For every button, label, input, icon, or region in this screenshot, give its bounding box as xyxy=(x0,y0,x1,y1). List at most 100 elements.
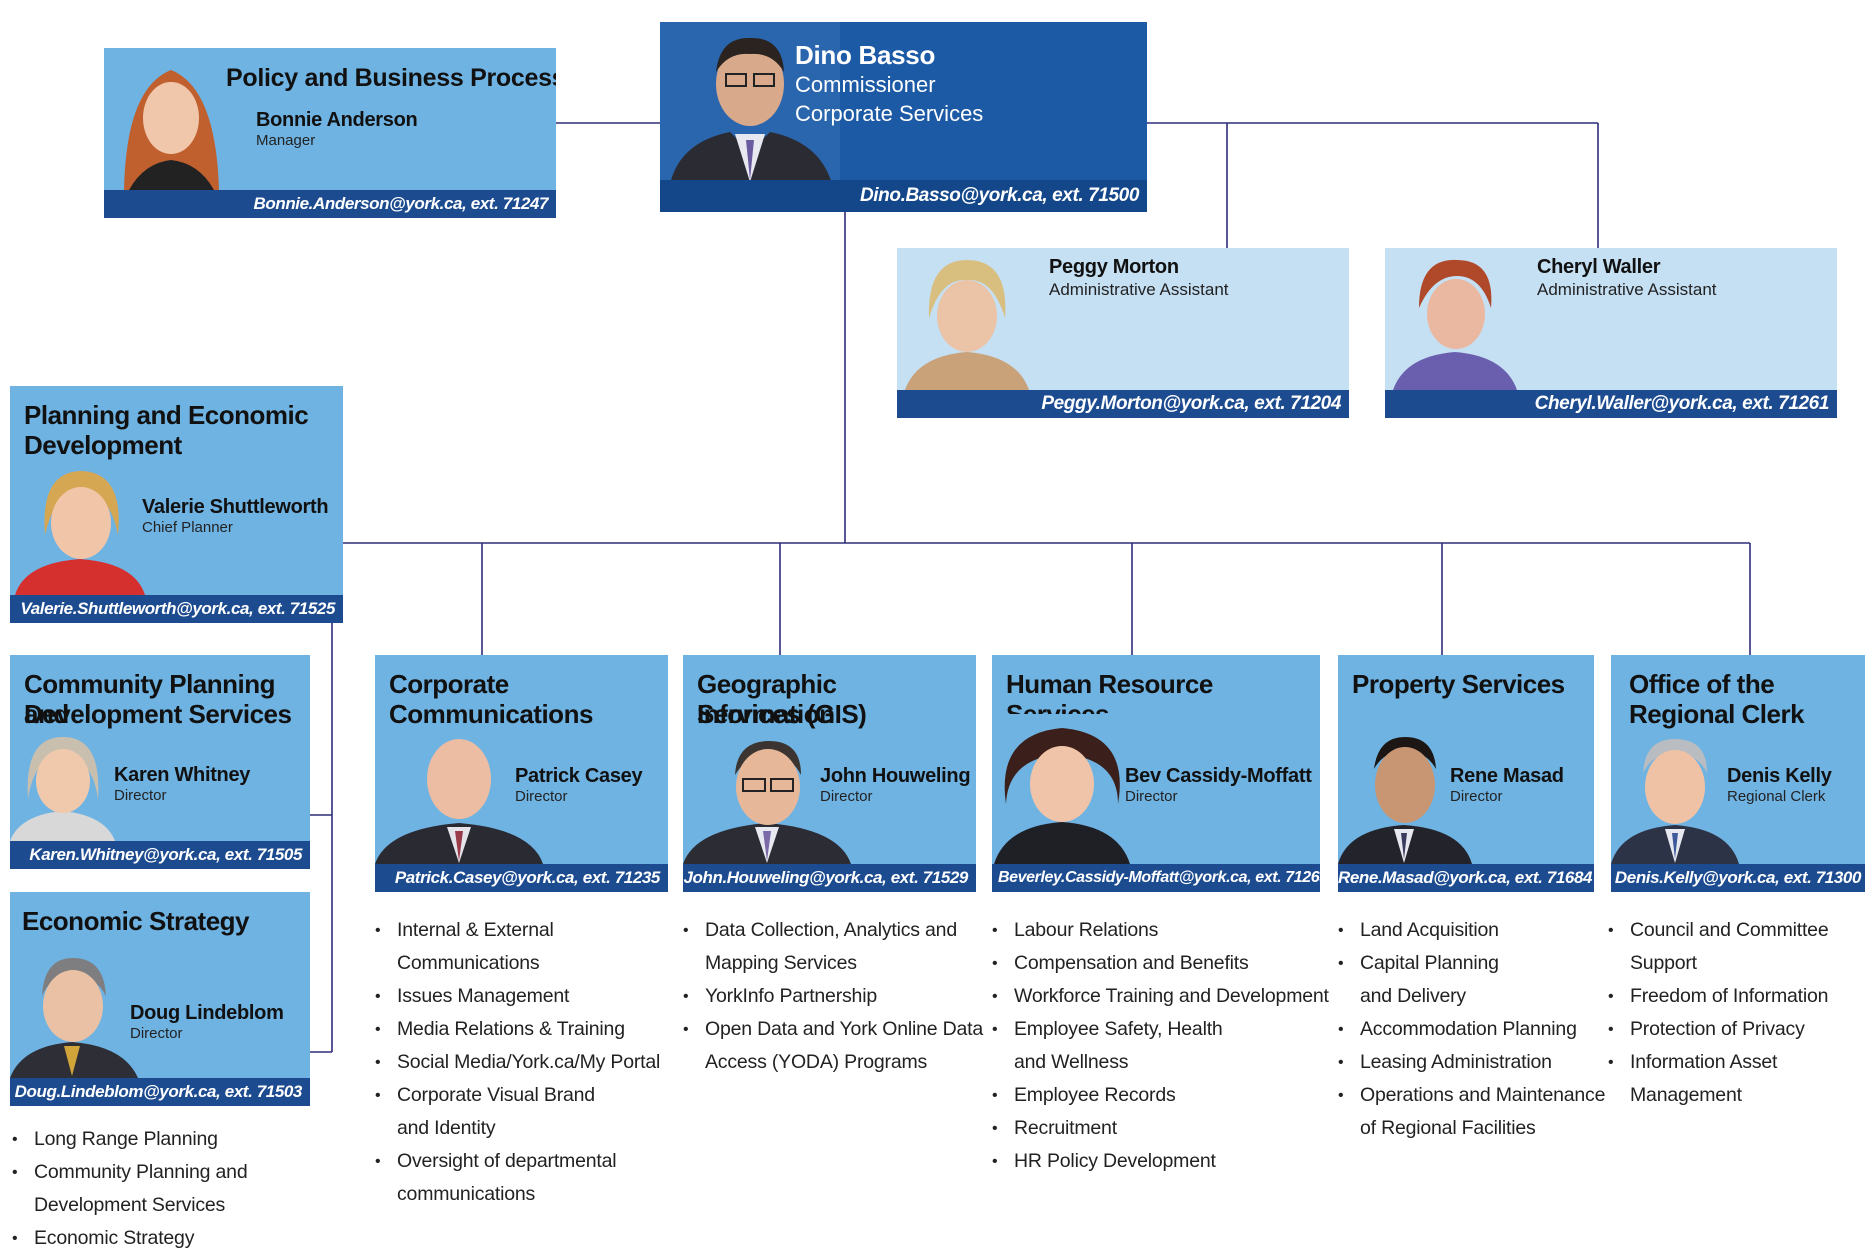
planning-role: Chief Planner xyxy=(142,519,233,536)
branch-title-line1: Office of the xyxy=(1629,669,1775,699)
economic-photo xyxy=(10,946,140,1078)
bullet-continuation: and Identity xyxy=(397,1117,496,1139)
assistant-photo xyxy=(897,248,1037,390)
planning-email[interactable]: Valerie.Shuttleworth@york.ca, ext. 71525 xyxy=(10,595,343,623)
bullet-item: Community Planning and xyxy=(12,1156,248,1189)
economic-card: Economic Strategy Doug Lindeblom Directo… xyxy=(10,892,310,1106)
community-email[interactable]: Karen.Whitney@york.ca, ext. 71505 xyxy=(10,841,310,869)
branch-email[interactable]: John.Houweling@york.ca, ext. 71529 xyxy=(683,864,976,892)
bullet-item: Operations and Maintenance xyxy=(1338,1079,1605,1112)
planning-title-line1: Planning and Economic xyxy=(24,400,309,430)
assistant-name: Cheryl Waller xyxy=(1537,256,1661,278)
assistant-photo xyxy=(1385,248,1525,390)
bullet-continuation: of Regional Facilities xyxy=(1360,1117,1536,1139)
assistant-name: Peggy Morton xyxy=(1049,256,1179,278)
bullet-continuation: and Wellness xyxy=(1014,1051,1129,1073)
branch-title-line1: Property Services xyxy=(1352,669,1565,699)
branch-name: John Houweling xyxy=(820,765,971,787)
commissioner-photo xyxy=(660,22,840,184)
policy-title: Policy and Business Processes xyxy=(226,64,556,92)
bullet-item: HR Policy Development xyxy=(992,1145,1329,1178)
bullet-item: Employee Safety, Health xyxy=(992,1013,1329,1046)
economic-name: Doug Lindeblom xyxy=(130,1002,284,1024)
bullet-item: Labour Relations xyxy=(992,914,1329,947)
branch-role: Director xyxy=(515,788,568,805)
economic-email[interactable]: Doug.Lindeblom@york.ca, ext. 71503 xyxy=(10,1078,310,1106)
branch-card-property: Property Services Rene Masad Director Re… xyxy=(1338,655,1594,892)
commissioner-email[interactable]: Dino.Basso@york.ca, ext. 71500 xyxy=(660,180,1147,212)
branch-title-line2: Communications xyxy=(389,699,593,729)
bullet-item: Workforce Training and Development xyxy=(992,980,1329,1013)
policy-card: Policy and Business Processes Bonnie And… xyxy=(104,48,556,218)
policy-photo xyxy=(104,48,239,190)
branch-name: Denis Kelly xyxy=(1727,765,1832,787)
branch-bullets: Council and Committee Support Freedom of… xyxy=(1608,914,1829,1112)
bullet-item: Information Asset xyxy=(1608,1046,1828,1079)
assistant-email[interactable]: Peggy.Morton@york.ca, ext. 71204 xyxy=(897,390,1349,418)
policy-name: Bonnie Anderson xyxy=(256,109,418,131)
branch-title-line1: Corporate xyxy=(389,669,509,699)
bullet-item: Media Relations & Training xyxy=(375,1013,660,1046)
branch-email[interactable]: Beverley.Cassidy-Moffatt@york.ca, ext. 7… xyxy=(992,864,1320,892)
bullet-item: Capital Planning xyxy=(1338,947,1605,980)
branch-title-line2: Services (GIS) xyxy=(697,699,867,729)
branch-name: Bev Cassidy-Moffatt xyxy=(1125,765,1312,787)
branch-bullets: Labour Relations Compensation and Benefi… xyxy=(992,914,1329,1178)
bullet-item: Protection of Privacy xyxy=(1608,1013,1828,1046)
branch-photo xyxy=(375,729,545,864)
branch-card-corporate-communications: Corporate Communications Patrick Casey D… xyxy=(375,655,668,892)
community-title-line1: Community Planning and xyxy=(24,669,276,729)
bullet-item: Land Acquisition xyxy=(1338,914,1605,947)
bullet-continuation: Access (YODA) Programs xyxy=(705,1051,928,1073)
economic-title: Economic Strategy xyxy=(22,906,250,936)
bullet-item: Economic Strategy xyxy=(12,1222,247,1255)
bullet-item: Development Services xyxy=(34,1194,226,1216)
branch-role: Regional Clerk xyxy=(1727,788,1826,805)
commissioner-name: Dino Basso xyxy=(795,40,936,70)
branch-email[interactable]: Patrick.Casey@york.ca, ext. 71235 xyxy=(375,864,668,892)
community-role: Director xyxy=(114,787,167,804)
bullet-continuation: communications xyxy=(397,1183,536,1205)
bullet-item: Social Media/York.ca/My Portal xyxy=(375,1046,660,1079)
bullet-item: Issues Management xyxy=(375,980,660,1013)
bullet-item: Internal & External xyxy=(375,914,660,947)
bullet-item: Recruitment xyxy=(992,1112,1329,1145)
bullet-item: Freedom of Information xyxy=(1608,980,1828,1013)
bullet-item: Open Data and York Online Data xyxy=(683,1013,983,1046)
commissioner-title-line2: Corporate Services xyxy=(795,101,984,126)
policy-role: Manager xyxy=(256,132,316,149)
bullet-continuation: Support xyxy=(1630,952,1697,974)
policy-email[interactable]: Bonnie.Anderson@york.ca, ext. 71247 xyxy=(104,190,556,218)
bullet-continuation: and Delivery xyxy=(1360,985,1466,1007)
commissioner-title-line1: Commissioner xyxy=(795,72,936,97)
community-name: Karen Whitney xyxy=(114,764,251,786)
branch-title-line1: Geographic Information xyxy=(697,669,837,729)
branch-bullets: Internal & External Communications Issue… xyxy=(375,914,660,1211)
branch-bullets: Land Acquisition Capital Planning and De… xyxy=(1338,914,1605,1145)
assistant-email[interactable]: Cheryl.Waller@york.ca, ext. 71261 xyxy=(1385,390,1837,418)
economic-role: Director xyxy=(130,1025,183,1042)
bullet-item: Leasing Administration xyxy=(1338,1046,1605,1079)
bullet-item: Long Range Planning xyxy=(12,1123,247,1156)
branch-card-regional-clerk: Office of the Regional Clerk Denis Kelly… xyxy=(1611,655,1865,892)
community-card: Community Planning and Development Servi… xyxy=(10,655,310,869)
assistant-card-1: Peggy Morton Administrative Assistant Pe… xyxy=(897,248,1349,418)
branch-title-line2: Regional Clerk xyxy=(1629,699,1805,729)
branch-email[interactable]: Denis.Kelly@york.ca, ext. 71300 xyxy=(1611,864,1865,892)
branch-email[interactable]: Rene.Masad@york.ca, ext. 71684 xyxy=(1338,864,1594,892)
branch-role: Director xyxy=(1125,788,1178,805)
bullet-item: YorkInfo Partnership xyxy=(683,980,983,1013)
branch-name: Patrick Casey xyxy=(515,765,643,787)
planning-card: Planning and Economic Development Valeri… xyxy=(10,386,343,623)
branch-role: Director xyxy=(820,788,873,805)
planning-title-line2: Development xyxy=(24,430,182,460)
bullet-continuation: Communications xyxy=(397,952,540,974)
branch-bullets: Data Collection, Analytics and Mapping S… xyxy=(683,914,983,1079)
branch-card-hr: Human Resource Services Bev Cassidy-Moff… xyxy=(992,655,1320,892)
branch-role: Director xyxy=(1450,788,1503,805)
assistant-role: Administrative Assistant xyxy=(1049,280,1229,299)
economic-bullets: Long Range Planning Community Planning a… xyxy=(12,1123,248,1255)
bullet-continuation: Mapping Services xyxy=(705,952,857,974)
bullet-item: Compensation and Benefits xyxy=(992,947,1329,980)
